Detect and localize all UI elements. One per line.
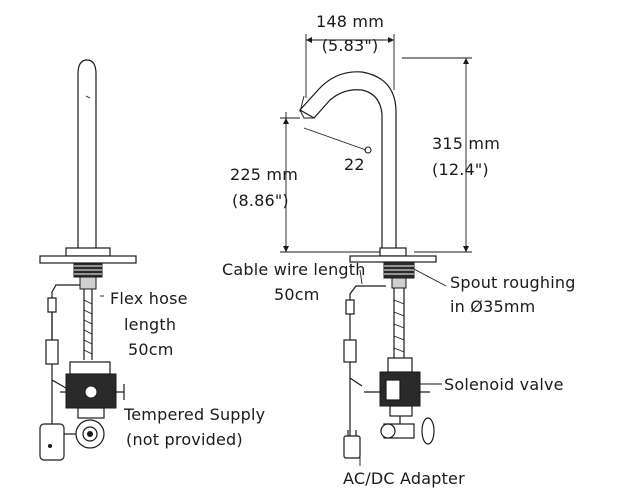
left-countertop (39, 255, 137, 264)
solenoid-valve-label: Solenoid valve (444, 375, 564, 394)
spout-roughing-label-1: Spout roughing (450, 273, 576, 292)
flex-hose-label-3: 50cm (128, 340, 174, 359)
dimension-lines (100, 34, 472, 466)
right-base-flange (379, 247, 407, 257)
flex-hose-label-2: length (124, 315, 177, 334)
dim-angle: 22 (344, 155, 365, 174)
left-power-box (39, 423, 65, 461)
left-valve-top (69, 361, 111, 375)
dim-spout-mm: 225 mm (230, 165, 298, 184)
right-inline-connector (343, 339, 357, 363)
right-valve-top (387, 357, 413, 373)
ac-dc-adapter (343, 435, 361, 459)
left-flex-hose (83, 289, 93, 360)
left-spout-tube (77, 59, 97, 251)
dim-width-mm: 148 mm (316, 12, 384, 31)
left-inline-connector (45, 339, 59, 365)
dim-width-in: (5.83") (321, 36, 379, 55)
cable-wire-label-2: 50cm (274, 285, 320, 304)
right-faucet-view (299, 71, 437, 459)
left-faucet-view (39, 59, 137, 461)
tempered-supply-label-2: (not provided) (126, 430, 243, 449)
left-base-flange (65, 247, 111, 257)
dim-height-mm: 315 mm (432, 134, 500, 153)
right-sensor-cable (349, 285, 386, 348)
tempered-supply-label-1: Tempered Supply (124, 405, 266, 424)
cable-wire-label-1: Cable wire length (222, 260, 366, 279)
adapter-label: AC/DC Adapter (343, 469, 465, 488)
spout-roughing-label-2: in Ø35mm (450, 297, 536, 316)
dim-spout-in: (8.86") (232, 191, 289, 210)
right-flex-hose (393, 288, 405, 358)
dim-height-in: (12.4") (432, 160, 489, 179)
flex-hose-label-1: Flex hose (110, 289, 188, 308)
